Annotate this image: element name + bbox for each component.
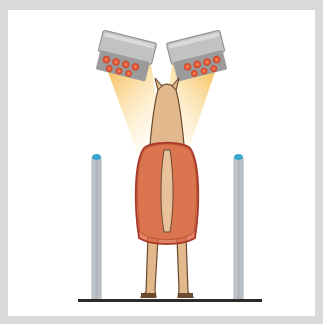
post-left	[92, 154, 101, 301]
floor-bar	[78, 299, 262, 302]
horse-tail	[161, 150, 173, 232]
post-right	[234, 154, 243, 301]
